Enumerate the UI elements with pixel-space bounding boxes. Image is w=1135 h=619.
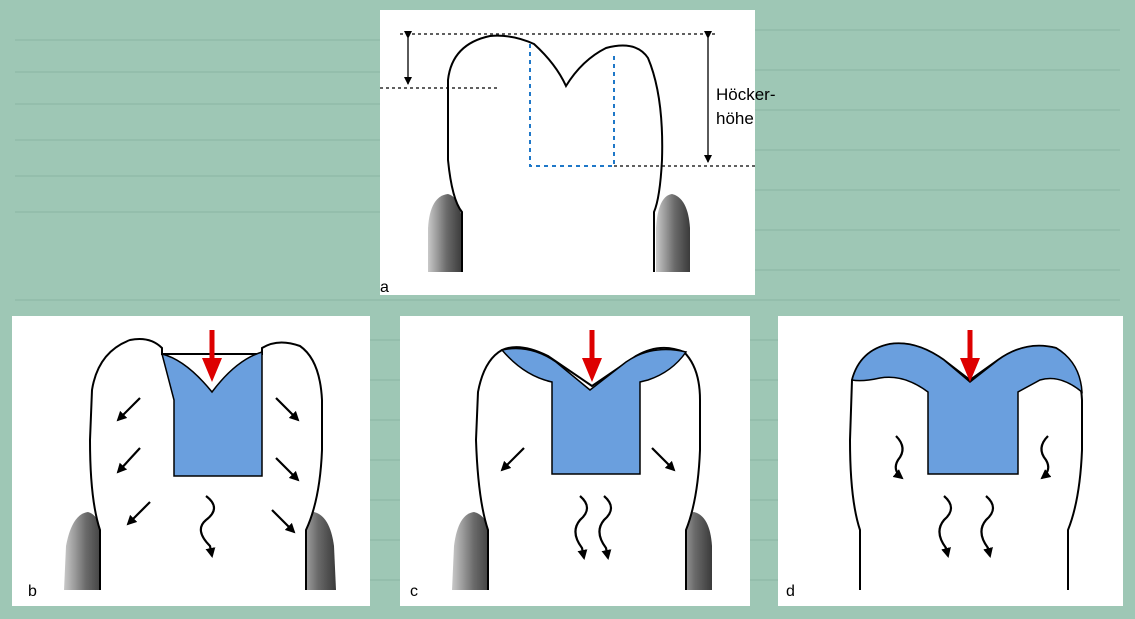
panel-a: Höcker- höhe a xyxy=(380,10,776,296)
panel-b: b xyxy=(12,316,370,606)
panel-label-c: c xyxy=(410,583,418,600)
panel-label-b: b xyxy=(28,583,37,600)
cusp-height-label-line2: höhe xyxy=(716,109,754,128)
panel-d: d xyxy=(778,316,1123,606)
tooth-a xyxy=(448,36,662,272)
panel-label-a: a xyxy=(380,279,389,296)
gingiva-left xyxy=(428,194,462,272)
panel-label-d: d xyxy=(786,583,795,600)
gingiva-right xyxy=(656,194,690,272)
panel-c: c xyxy=(400,316,750,606)
cusp-height-label-line1: Höcker- xyxy=(716,85,776,104)
